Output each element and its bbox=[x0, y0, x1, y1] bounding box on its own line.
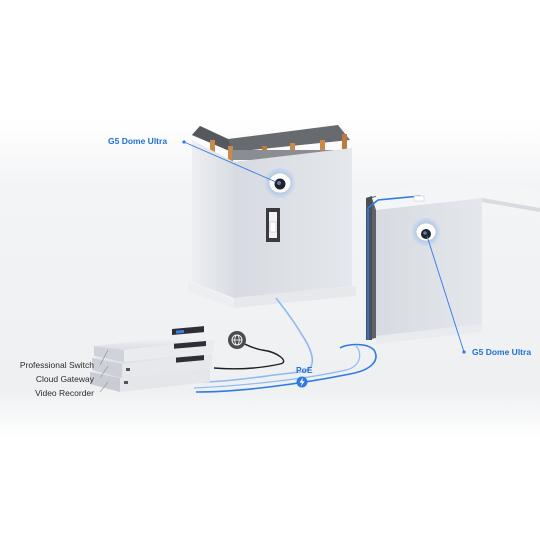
device-label-recorder: Video Recorder bbox=[35, 388, 94, 398]
camera-1-illustration bbox=[264, 167, 296, 199]
camera-2-label: G5 Dome Ultra bbox=[472, 347, 532, 357]
device-label-gateway: Cloud Gateway bbox=[35, 374, 94, 384]
right-wall bbox=[366, 176, 540, 344]
device-label-switch: Professional Switch bbox=[19, 360, 94, 370]
camera-2-illustration bbox=[411, 217, 441, 247]
rack-devices bbox=[90, 326, 214, 392]
cables bbox=[193, 297, 377, 393]
callouts bbox=[99, 140, 466, 393]
globe-icon bbox=[228, 331, 246, 349]
camera-1-label: G5 Dome Ultra bbox=[108, 136, 168, 146]
poe-label: PoE bbox=[296, 365, 313, 375]
left-wall bbox=[188, 125, 356, 308]
lightning-bolt-icon bbox=[296, 376, 308, 388]
